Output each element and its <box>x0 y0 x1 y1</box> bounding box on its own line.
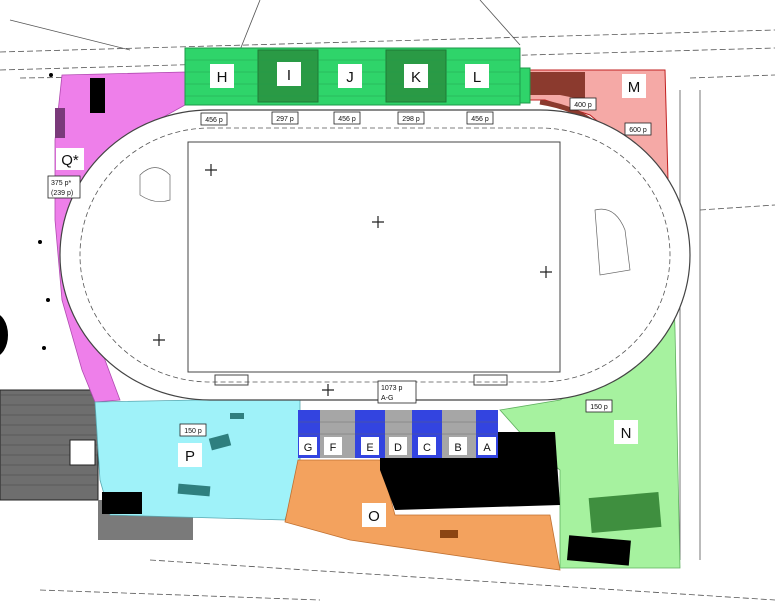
structure-n <box>588 492 662 533</box>
sector-a-label[interactable]: A <box>483 442 491 454</box>
sector-e-label[interactable]: E <box>366 442 373 454</box>
sector-c-label[interactable]: C <box>423 442 431 454</box>
capacity-q2: (239 p) <box>51 190 73 197</box>
capacity-main: 1073 p <box>381 385 403 392</box>
sector-m-label[interactable]: M <box>628 79 641 96</box>
sector-h-label[interactable]: H <box>217 69 228 86</box>
capacity-k: 298 p <box>402 116 420 123</box>
capacity-m2: 600 p <box>629 127 647 134</box>
sector-k-label[interactable]: K <box>411 69 421 86</box>
sector-i-label[interactable]: I <box>287 67 291 84</box>
capacity-i: 297 p <box>276 116 294 123</box>
sector-q-label[interactable]: Q* <box>61 152 79 169</box>
structure-q <box>55 108 65 138</box>
sector-l-label[interactable]: L <box>473 69 481 86</box>
structure-p2 <box>177 483 211 497</box>
capacity-l: 456 p <box>471 116 489 123</box>
sector-f-label[interactable]: F <box>330 442 337 454</box>
capacity-m1: 400 p <box>574 102 592 109</box>
running-track <box>59 109 691 401</box>
capacity-p: 150 p <box>184 428 202 435</box>
structure-p1 <box>208 433 232 451</box>
sector-d-label[interactable]: D <box>394 442 402 454</box>
structure-m <box>530 72 585 100</box>
structure-o <box>440 530 458 538</box>
capacity-j: 456 p <box>338 116 356 123</box>
building-q <box>90 78 105 113</box>
structure-p3 <box>230 413 244 419</box>
sector-b-label[interactable]: B <box>454 442 461 454</box>
capacity-n: 150 p <box>590 404 608 411</box>
sector-o-label[interactable]: O <box>368 508 380 525</box>
capacity-main-range: A-G <box>381 395 393 402</box>
building-n <box>566 535 631 566</box>
sector-labels: H I J K L M N O P Q* G F E D C B A <box>56 62 646 527</box>
capacity-h: 456 p <box>205 117 223 124</box>
sector-p-label[interactable]: P <box>185 448 195 465</box>
sector-n-label[interactable]: N <box>621 425 632 442</box>
sector-g-label[interactable]: G <box>304 442 313 454</box>
capacity-labels: 456 p 297 p 456 p 298 p 456 p 400 p 600 … <box>47 97 652 437</box>
building-p <box>102 492 142 514</box>
sector-j-label[interactable]: J <box>346 69 354 86</box>
markers <box>38 73 53 350</box>
capacity-q1: 375 p* <box>51 180 72 187</box>
